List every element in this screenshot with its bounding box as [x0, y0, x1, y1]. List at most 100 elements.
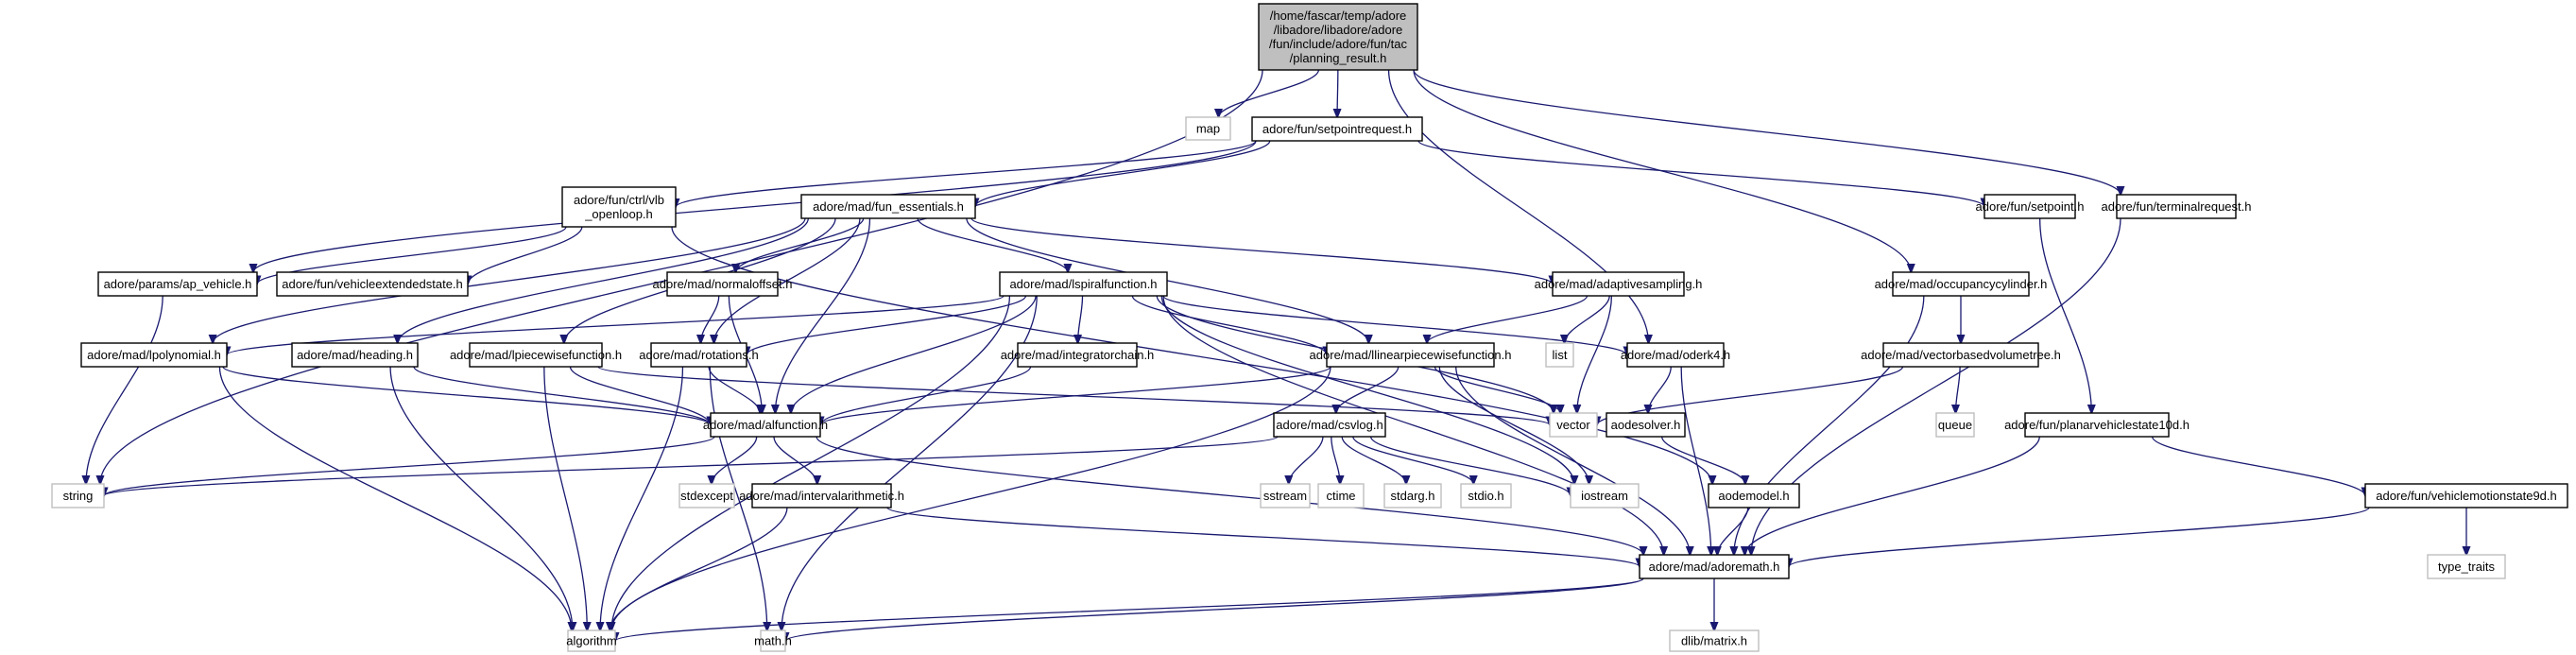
node-label: adore/params/ap_vehicle.h — [104, 277, 252, 291]
edge-lspiralfunction-to-algorithm — [611, 295, 1011, 630]
node-label: adore/mad/lspiralfunction.h — [1009, 277, 1157, 291]
edge-setpointrequest-to-setpoint — [1417, 140, 1984, 207]
node-integratorchain[interactable]: adore/mad/integratorchain.h — [1001, 342, 1155, 368]
edge-adoremath-to-math_h — [785, 577, 1644, 641]
node-aodemodel[interactable]: aodemodel.h — [1708, 483, 1800, 508]
node-box — [1460, 483, 1512, 508]
node-label: adore/fun/setpointrequest.h — [1262, 122, 1412, 136]
node-rotations[interactable]: adore/mad/rotations.h — [639, 342, 759, 368]
edge-terminalrequest-to-adoremath — [1751, 217, 2121, 555]
node-sstream: sstream — [1260, 483, 1311, 508]
node-box — [1251, 116, 1423, 142]
node-ap_vehicle[interactable]: adore/params/ap_vehicle.h — [97, 271, 258, 297]
node-vector: vector — [1549, 412, 1598, 438]
edge-lspiralfunction-to-alfunction — [791, 295, 1037, 413]
node-box — [2024, 412, 2170, 438]
node-adaptivesampling[interactable]: adore/mad/adaptivesampling.h — [1535, 271, 1703, 297]
node-alfunction[interactable]: adore/mad/alfunction.h — [703, 412, 828, 438]
node-box — [1273, 412, 1386, 438]
edge-root-to-setpointrequest — [1337, 69, 1338, 117]
node-stdio: stdio.h — [1460, 483, 1512, 508]
node-box — [567, 629, 616, 652]
edge-lspiralfunction-to-integratorchain — [1078, 295, 1084, 343]
node-box — [2364, 483, 2568, 508]
node-lspiralfunction[interactable]: adore/mad/lspiralfunction.h — [999, 271, 1168, 297]
node-root[interactable]: /home/fascar/temp/adore/libadore/libador… — [1258, 3, 1418, 71]
node-stdarg: stdarg.h — [1383, 483, 1442, 508]
node-math_h: math.h — [754, 629, 792, 652]
node-box — [1552, 271, 1685, 297]
node-box — [1185, 116, 1231, 141]
node-lpiecewisefunction[interactable]: adore/mad/lpiecewisefunction.h — [450, 342, 622, 368]
node-terminalrequest[interactable]: adore/fun/terminalrequest.h — [2102, 194, 2252, 219]
node-label: _openloop.h — [584, 207, 653, 221]
node-box — [1984, 194, 2076, 219]
node-algorithm: algorithm — [566, 629, 617, 652]
node-box — [1935, 412, 1975, 438]
edge-lpiecewisefunction-to-algorithm — [543, 366, 587, 630]
node-llinearpiecewisefunction[interactable]: adore/mad/llinearpiecewisefunction.h — [1310, 342, 1512, 368]
node-label: adore/mad/lpiecewisefunction.h — [450, 348, 622, 362]
node-heading[interactable]: adore/mad/heading.h — [291, 342, 419, 368]
node-label: /home/fascar/temp/adore — [1270, 9, 1407, 23]
node-occupancycylinder[interactable]: adore/mad/occupancycylinder.h — [1875, 271, 2048, 297]
edge-heading-to-alfunction — [413, 366, 711, 425]
node-intervalarithmetic[interactable]: adore/mad/intervalarithmetic.h — [739, 483, 904, 508]
node-label: adore/mad/normaloffset.h — [653, 277, 793, 291]
node-setpointrequest[interactable]: adore/fun/setpointrequest.h — [1251, 116, 1423, 142]
node-adoremath[interactable]: adore/mad/adoremath.h — [1639, 554, 1790, 579]
node-stdexcept: stdexcept — [678, 483, 735, 508]
edge-adaptivesampling-to-llinearpiecewisefunction — [1427, 295, 1589, 343]
edge-lspiralfunction-to-llinearpiecewisefunction — [1131, 295, 1327, 355]
edge-lspiralfunction-to-lpolynomial — [227, 295, 1005, 355]
node-label: type_traits — [2438, 560, 2495, 574]
edge-alfunction-to-stdexcept — [712, 436, 758, 484]
node-vlb_openloop[interactable]: adore/fun/ctrl/vlb_openloop.h — [561, 186, 677, 228]
edge-setpoint-to-planarvehiclestate10d — [2039, 217, 2092, 413]
node-dlib_matrix: dlib/matrix.h — [1669, 629, 1760, 652]
edge-lpolynomial-to-alfunction — [222, 366, 711, 425]
edge-vehiclemotionstate9d-to-adoremath — [1789, 507, 2370, 567]
node-box — [800, 194, 976, 219]
node-box — [51, 483, 105, 508]
node-vehiclemotionstate9d[interactable]: adore/fun/vehiclemotionstate9d.h — [2364, 483, 2568, 508]
node-box — [1639, 554, 1790, 579]
node-label: adore/mad/csvlog.h — [1276, 418, 1382, 432]
edge-fun_essentials-to-alfunction — [775, 217, 871, 413]
edge-aodesolver-to-aodemodel — [1661, 436, 1745, 484]
edge-csvlog-to-stdarg — [1341, 436, 1406, 484]
node-planarvehiclestate10d[interactable]: adore/fun/planarvehiclestate10d.h — [2004, 412, 2190, 438]
edge-alfunction-to-adoremath — [816, 436, 1643, 555]
node-setpoint[interactable]: adore/fun/setpoint.h — [1976, 194, 2085, 219]
node-label: list — [1553, 348, 1568, 362]
edge-vlb_openloop-to-vehicleextendedstate — [468, 226, 583, 284]
node-queue: queue — [1935, 412, 1975, 438]
node-label: adore/mad/alfunction.h — [703, 418, 828, 432]
node-box — [1326, 342, 1495, 368]
node-label: adore/mad/rotations.h — [639, 348, 758, 362]
node-oderk4[interactable]: adore/mad/oderk4.h — [1621, 342, 1730, 368]
node-lpolynomial[interactable]: adore/mad/lpolynomial.h — [80, 342, 228, 368]
edge-heading-to-algorithm — [389, 366, 573, 630]
edge-rotations-to-algorithm — [600, 366, 684, 630]
node-vectorbasedvolumetree[interactable]: adore/mad/vectorbasedvolumetree.h — [1861, 342, 2061, 368]
node-box — [1260, 483, 1311, 508]
edge-lpolynomial-to-algorithm — [218, 366, 572, 630]
node-normaloffset[interactable]: adore/mad/normaloffset.h — [653, 271, 793, 297]
node-aodesolver[interactable]: aodesolver.h — [1606, 412, 1686, 438]
node-box — [469, 342, 603, 368]
node-csvlog[interactable]: adore/mad/csvlog.h — [1273, 412, 1386, 438]
edge-alfunction-to-intervalarithmetic — [773, 436, 817, 484]
node-fun_essentials[interactable]: adore/mad/fun_essentials.h — [800, 194, 976, 219]
node-vehicleextendedstate[interactable]: adore/fun/vehicleextendedstate.h — [276, 271, 469, 297]
edge-fun_essentials-to-adaptivesampling — [970, 217, 1553, 284]
node-box — [1258, 3, 1418, 71]
edge-csvlog-to-stdio — [1352, 436, 1473, 484]
node-label: string — [63, 489, 94, 503]
node-type_traits: type_traits — [2427, 554, 2506, 579]
node-list: list — [1545, 342, 1574, 368]
node-box — [760, 629, 786, 652]
edge-vlb_openloop-to-ap_vehicle — [257, 226, 567, 284]
edge-ap_vehicle-to-string — [86, 295, 163, 484]
